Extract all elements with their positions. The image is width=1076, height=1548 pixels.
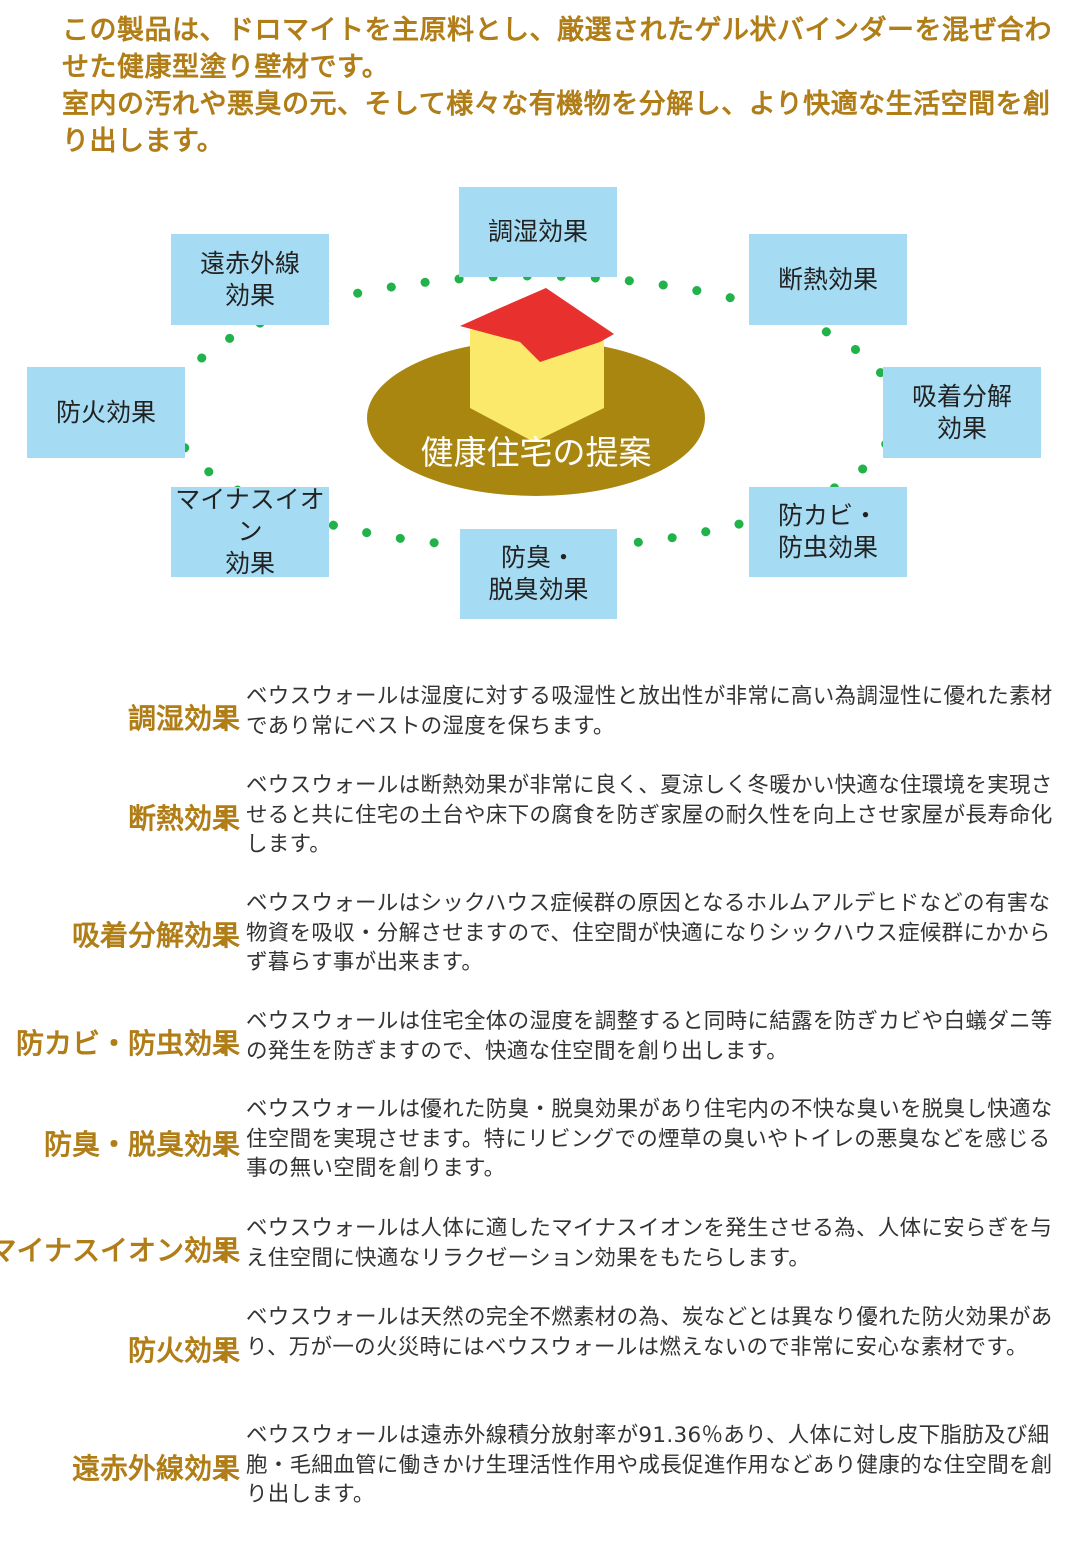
effect-desc: ベウスウォールは遠赤外線積分放射率が91.36％あり、人体に対し皮下脂肪及び細胞… [246,1423,1053,1507]
effect-term: 吸着分解効果 [71,919,240,952]
box-far-ir: 遠赤外線 効果 [171,234,329,325]
health-house-diagram: 健康住宅の提案 調湿効果 断熱効果 吸着分解 効果 防カビ・ 防虫効果 防臭・ … [0,180,1076,630]
box-mold: 防カビ・ 防虫効果 [749,487,907,577]
effect-term: 遠赤外線効果 [71,1452,240,1485]
effect-colon: ： [216,702,245,735]
effect-term: 防臭・脱臭効果 [43,1128,240,1161]
intro-text: この製品は、ドロマイトを主原料とし、厳選されたゲル状バインダーを混ぜ合わせた健康… [62,12,1052,160]
effect-term: 調湿効果 [127,702,240,735]
box-insulation: 断熱効果 [749,234,907,325]
effect-colon: ： [216,802,245,835]
effect-colon: ： [216,919,245,952]
effect-desc: ベウスウォールはシックハウス症候群の原因となるホルムアルデヒドなどの有害な物資を… [246,891,1051,975]
effect-term: 断熱効果 [127,802,240,835]
effect-desc: ベウスウォールは優れた防臭・脱臭効果があり住宅内の不快な臭いを脱臭し快適な住空間… [246,1097,1053,1181]
box-fire: 防火効果 [27,367,185,458]
effect-desc: ベウスウォールは住宅全体の湿度を調整すると同時に結露を防ぎカビや白蟻ダニ等の発生… [246,1009,1053,1064]
intro-line-2: 室内の汚れや悪臭の元、そして様々な有機物を分解し、より快適な生活空間を創り出しま… [62,89,1051,157]
effect-colon: ： [216,1234,245,1267]
effect-desc: ベウスウォールは断熱効果が非常に良く、夏涼しく冬暖かい快適な住環境を実現させると… [246,773,1053,857]
effect-term: マイナスイオン効果 [0,1234,240,1267]
box-humidity: 調湿効果 [459,187,617,277]
box-minus-ion: マイナスイオン 効果 [171,485,329,578]
intro-line-1: この製品は、ドロマイトを主原料とし、厳選されたゲル状バインダーを混ぜ合わせた健康… [62,15,1052,83]
effect-colon: ： [216,1334,245,1367]
effect-desc: ベウスウォールは天然の完全不燃素材の為、炭などとは異なり優れた防火効果があり、万… [246,1305,1053,1360]
effect-desc: ベウスウォールは湿度に対する吸湿性と放出性が非常に高い為調湿性に優れた素材であり… [246,684,1053,739]
effect-term: 防カビ・防虫効果 [15,1027,240,1060]
effect-colon: ： [216,1452,245,1485]
box-adsorption: 吸着分解 効果 [883,367,1041,458]
effect-term: 防火効果 [127,1334,240,1367]
effect-desc: ベウスウォールは人体に適したマイナスイオンを発生させる為、人体に安らぎを与え住空… [246,1216,1053,1271]
house-icon [470,322,604,442]
effect-colon: ： [216,1027,245,1060]
effect-colon: ： [216,1128,245,1161]
roof-icon [460,288,614,362]
center-label: 健康住宅の提案 [420,433,652,472]
box-deodor: 防臭・ 脱臭効果 [460,529,617,619]
